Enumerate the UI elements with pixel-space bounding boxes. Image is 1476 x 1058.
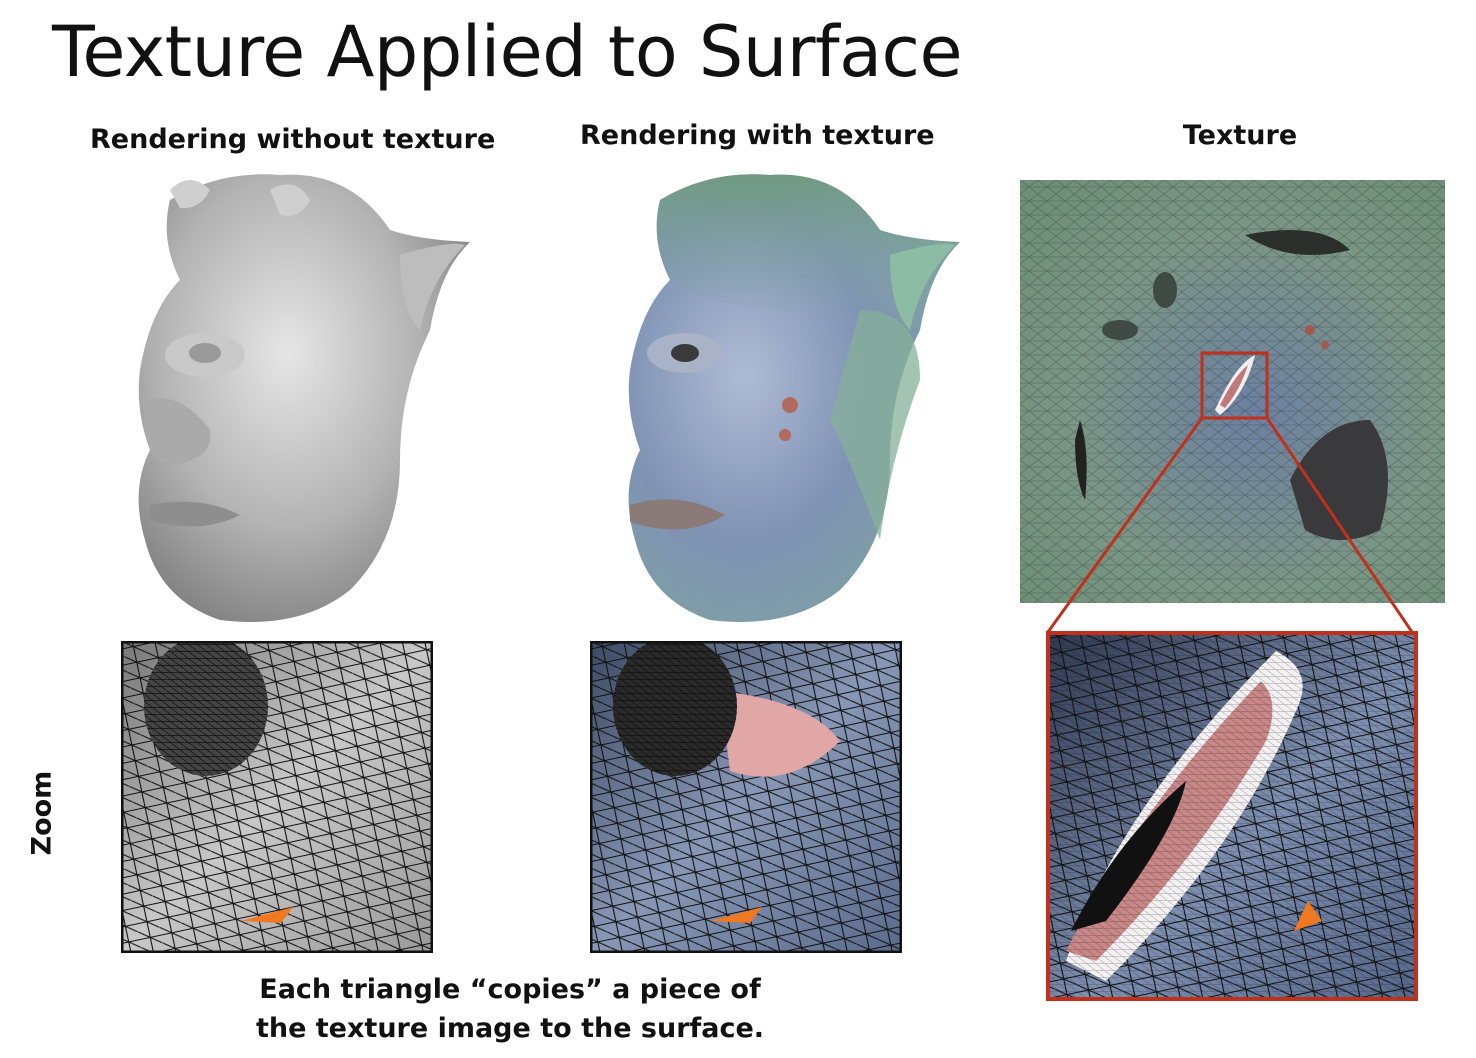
- texture-atlas-image: [1020, 180, 1445, 603]
- column-heading-with-texture: Rendering with texture: [580, 120, 935, 151]
- zoom-gray-mesh: [121, 641, 433, 953]
- figure-caption: Each triangle “copies” a piece of the te…: [230, 970, 790, 1048]
- page-title: Texture Applied to Surface: [52, 11, 963, 93]
- textured-head-render: [590, 160, 970, 640]
- column-heading-texture: Texture: [1182, 120, 1298, 151]
- caption-line-1: Each triangle “copies” a piece of: [259, 974, 761, 1005]
- gray-head-render: [100, 160, 480, 640]
- caption-line-2: the texture image to the surface.: [255, 1013, 765, 1045]
- zoom-textured-mesh: [590, 641, 902, 953]
- zoom-connector-lines: [1046, 417, 1414, 633]
- row-label-zoom: Zoom: [26, 770, 58, 856]
- zoom-texture-detail: [1046, 631, 1418, 1001]
- column-heading-without-texture: Rendering without texture: [90, 124, 496, 155]
